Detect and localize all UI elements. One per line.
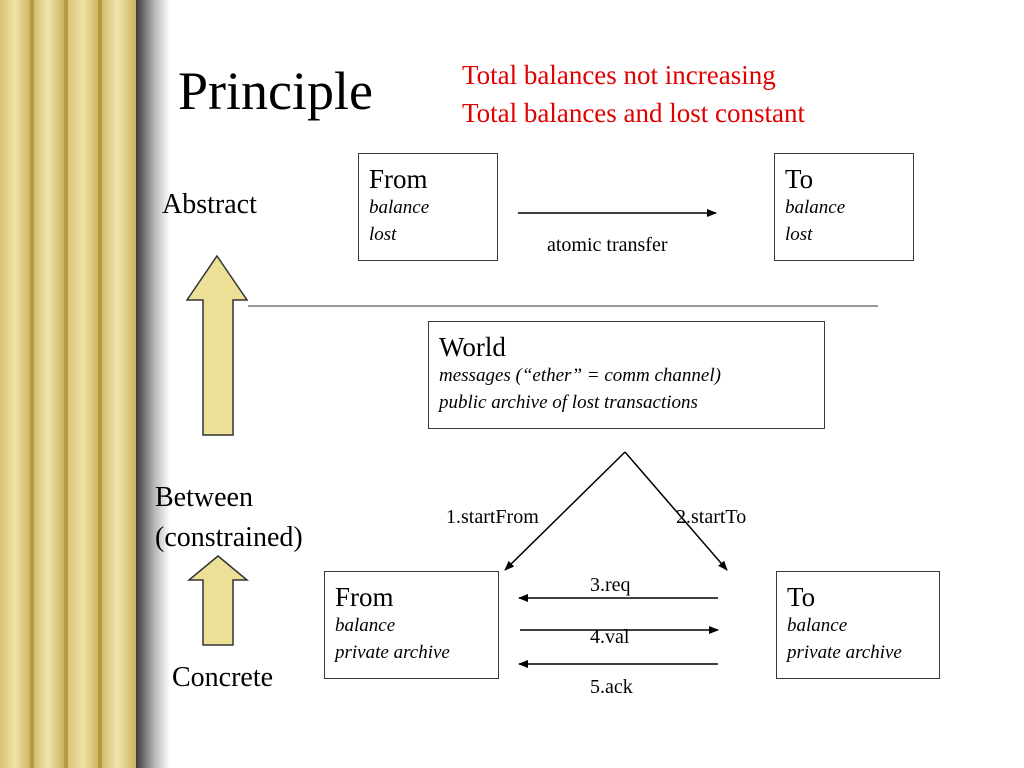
edge-label-val: 4.val — [590, 626, 630, 648]
abstract-to-box: To balance lost — [774, 153, 914, 261]
edge-label-req: 3.req — [590, 574, 631, 596]
box-title: To — [787, 582, 816, 612]
note-line: Total balances not increasing — [462, 60, 776, 90]
world-box: World messages (“ether” = comm channel) … — [428, 321, 825, 429]
decorative-stripe-border — [0, 0, 170, 768]
refinement-arrow-upper — [185, 254, 249, 436]
level-label-between-line: Between — [155, 482, 253, 513]
box-field: balance — [335, 615, 396, 636]
box-field: balance — [787, 615, 848, 636]
box-field: public archive of lost transactions — [439, 392, 698, 413]
box-field: lost — [369, 224, 397, 245]
note-line: Total balances and lost constant — [462, 98, 806, 128]
box-title: From — [335, 582, 394, 612]
box-field: messages (“ether” = comm channel) — [439, 365, 721, 386]
box-field: private archive — [335, 642, 450, 663]
atomic-transfer-label: atomic transfer — [547, 234, 668, 256]
box-title: From — [369, 164, 428, 194]
level-label-abstract: Abstract — [162, 189, 257, 220]
edge-label-start-to: 2.startTo — [676, 506, 747, 528]
edge-label-start-from: 1.startFrom — [446, 506, 539, 528]
box-title: World — [439, 332, 506, 362]
box-field: private archive — [787, 642, 902, 663]
refinement-arrow-lower — [186, 555, 250, 646]
box-field: lost — [785, 224, 813, 245]
abstract-from-box: From balance lost — [358, 153, 498, 261]
box-field: balance — [785, 197, 846, 218]
slide-title: Principle — [178, 61, 373, 121]
concrete-to-box: To balance private archive — [776, 571, 940, 679]
edge-label-ack: 5.ack — [590, 676, 633, 698]
invariant-notes: Total balances not increasing Total bala… — [462, 56, 805, 132]
level-label-between: Between (constrained) — [155, 478, 303, 558]
box-title: To — [785, 164, 814, 194]
box-field: balance — [369, 197, 430, 218]
level-label-between-line: (constrained) — [155, 522, 303, 553]
concrete-from-box: From balance private archive — [324, 571, 499, 679]
level-label-concrete: Concrete — [172, 662, 274, 693]
